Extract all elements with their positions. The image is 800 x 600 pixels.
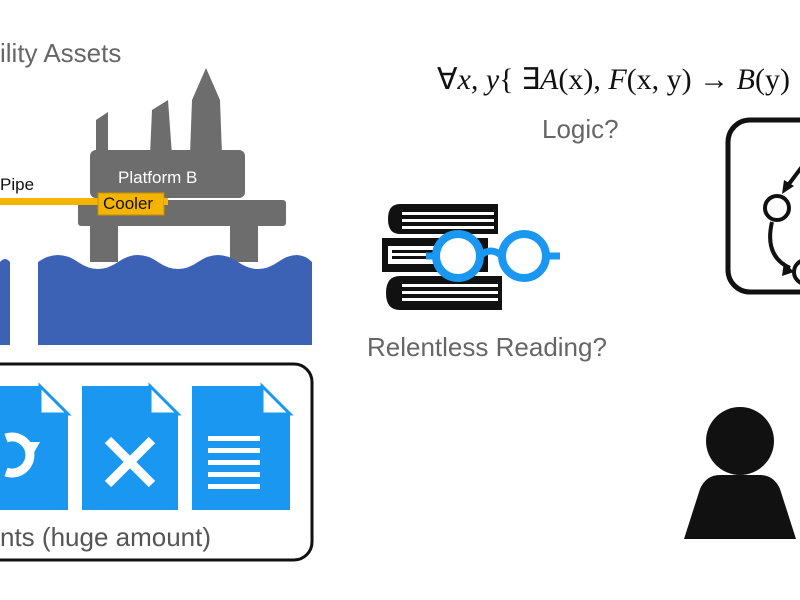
graph-diagram-icon	[725, 117, 800, 295]
reading-illustration	[382, 204, 560, 310]
formula-predicate-b: B	[736, 63, 755, 96]
formula-args-a: (x),	[558, 63, 609, 96]
reading-glasses-icon	[426, 230, 560, 282]
platform-upper-deck	[90, 150, 245, 198]
facility-assets-heading: ility Assets	[0, 38, 122, 68]
document-cross-icon	[82, 382, 182, 510]
platform-structure	[78, 68, 286, 262]
pipe-connector	[164, 198, 168, 205]
platform-label: Platform B	[118, 168, 198, 187]
platform-leg-right	[230, 226, 258, 262]
formula-args-b: (y)	[754, 63, 790, 96]
documents-panel	[0, 362, 314, 562]
sea-water	[38, 255, 312, 345]
graph-node-1	[763, 194, 791, 222]
graph-node-2	[792, 259, 800, 285]
document-text-icon	[192, 382, 294, 510]
formula-args-f: (x, y) →	[626, 63, 737, 96]
document-refresh-icon	[0, 382, 72, 510]
documents-caption: nts (huge amount)	[0, 522, 212, 552]
formula-vars-xy: x, y	[457, 63, 500, 96]
platform-chimney-3	[190, 68, 222, 155]
graph-arrow-1	[782, 180, 794, 194]
graph-edge-1	[784, 166, 800, 190]
pipe	[0, 198, 102, 205]
logic-caption: Logic?	[542, 114, 619, 144]
offshore-platform-illustration	[0, 68, 312, 345]
pipe-label: Pipe	[0, 175, 35, 194]
platform-leg-left	[90, 226, 118, 262]
platform-chimney-1	[96, 112, 108, 155]
person-icon	[684, 407, 796, 539]
cooler-label: Cooler	[103, 194, 154, 213]
reading-caption: Relentless Reading?	[367, 332, 607, 362]
logic-formula: ∀x, y{ ∃A(x), F(x, y) → B(y)	[437, 62, 790, 97]
forall-symbol: ∀	[437, 63, 458, 96]
graph-arrow-2	[782, 262, 794, 276]
formula-predicate-f: F	[608, 63, 627, 96]
sea-water-left	[0, 259, 10, 345]
platform-chimney-2	[150, 100, 172, 155]
formula-exists: { ∃	[499, 63, 541, 96]
formula-predicate-a: A	[540, 63, 559, 96]
